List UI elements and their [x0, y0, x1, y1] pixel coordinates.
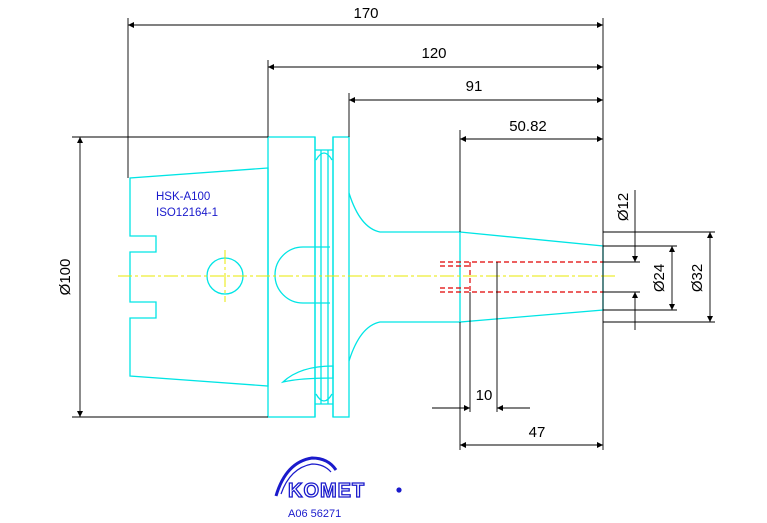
shrink-nose [459, 231, 604, 323]
dim-text-47: 47 [529, 424, 546, 441]
collar [332, 136, 350, 418]
dim-text-10: 10 [476, 387, 493, 404]
spec-line-1: HSK-A100 [156, 191, 210, 203]
spec-line-2: ISO12164-1 [156, 207, 218, 219]
drive-slot-lower [280, 365, 334, 384]
komet-logo-arc [274, 456, 338, 497]
dim-text-dia-24: Ø24 [651, 264, 668, 292]
komet-logo-text: KOMET [288, 480, 365, 502]
dim-text-50-82: 50.82 [509, 118, 547, 135]
dim-text-120: 120 [421, 45, 446, 62]
dimension-lines [77, 22, 713, 448]
komet-logo: KOMET [274, 456, 402, 503]
neck-outline-top [348, 192, 460, 233]
v-groove-top [315, 152, 333, 161]
dim-text-dia-100: Ø100 [57, 259, 74, 296]
drive-slot-upper [274, 246, 330, 304]
part-outline [129, 136, 604, 418]
extension-lines [72, 18, 715, 450]
neck-outline-bottom [348, 321, 460, 362]
hidden-bore [440, 261, 603, 293]
dim-text-91: 91 [466, 78, 483, 95]
dim-text-dia-12: Ø12 [615, 193, 632, 221]
part-number: A06 56271 [288, 508, 341, 520]
dim-text-170: 170 [353, 5, 378, 22]
v-groove-bottom [315, 393, 333, 402]
centerline [118, 250, 615, 302]
hsk-shank-outline [129, 167, 269, 387]
registered-mark [396, 487, 402, 493]
dim-text-dia-32: Ø32 [689, 264, 706, 292]
